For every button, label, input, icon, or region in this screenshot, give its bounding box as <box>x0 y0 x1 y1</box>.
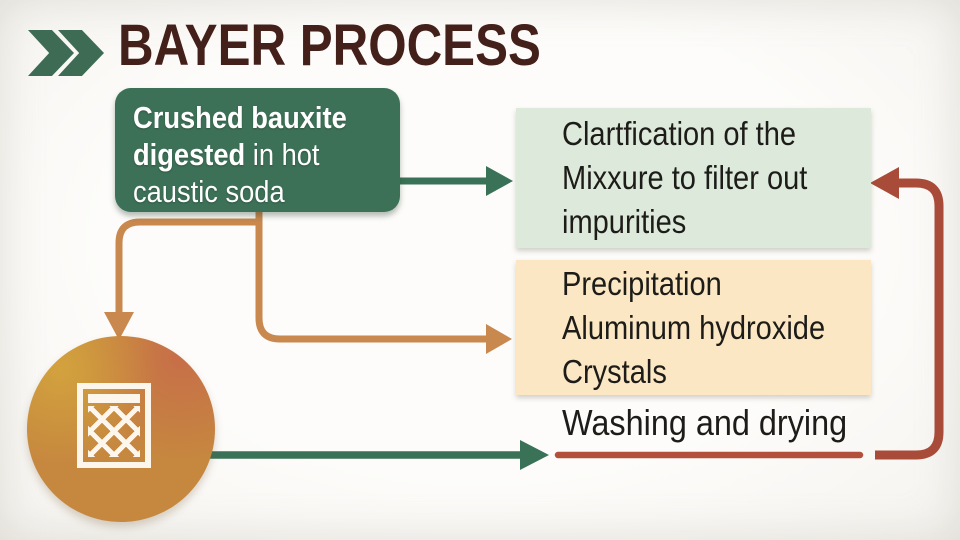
digestion-line-2: digested in hot <box>133 137 320 172</box>
filter-circle <box>27 336 215 522</box>
page-title: BAYER PROCESS <box>118 13 541 78</box>
precipitation-line-2: Aluminum hydroxide <box>562 308 826 346</box>
digestion-line-3: caustic soda <box>133 174 285 209</box>
clarification-line-3: impurities <box>562 203 687 240</box>
clarification-line-1: Clartfication of the <box>562 115 797 152</box>
arrowhead-digestion-to-clarification <box>486 166 513 196</box>
mesh-filter-icon <box>77 383 151 468</box>
arrow-washing-to-clarification <box>875 178 944 460</box>
node-digestion: Crushed bauxite digested in hot caustic … <box>115 88 400 212</box>
double-chevron-right-icon <box>28 30 118 76</box>
digestion-line-1: Crushed bauxite <box>133 100 347 135</box>
arrowhead-washing-to-clarification <box>870 167 899 199</box>
filter-icon-topbar <box>88 394 140 403</box>
node-washing-label: Washing and drying <box>562 402 848 443</box>
arrowhead-filter-to-washing <box>520 440 549 470</box>
arrow-digestion-to-precipitation <box>255 205 486 343</box>
arrowhead-digestion-to-filter <box>104 312 134 340</box>
node-precipitation: Precipitation Aluminum hydroxide Crystal… <box>516 260 871 395</box>
filter-icon-mesh <box>88 406 140 457</box>
clarification-line-2: Mixxure to filter out <box>562 159 808 196</box>
arrow-digestion-to-filter <box>115 218 259 313</box>
node-clarification: Clartfication of the Mixxure to filter o… <box>516 108 871 248</box>
precipitation-line-1: Precipitation <box>562 264 722 302</box>
precipitation-line-3: Crystals <box>562 352 667 390</box>
arrowhead-digestion-to-precipitation <box>486 324 512 354</box>
